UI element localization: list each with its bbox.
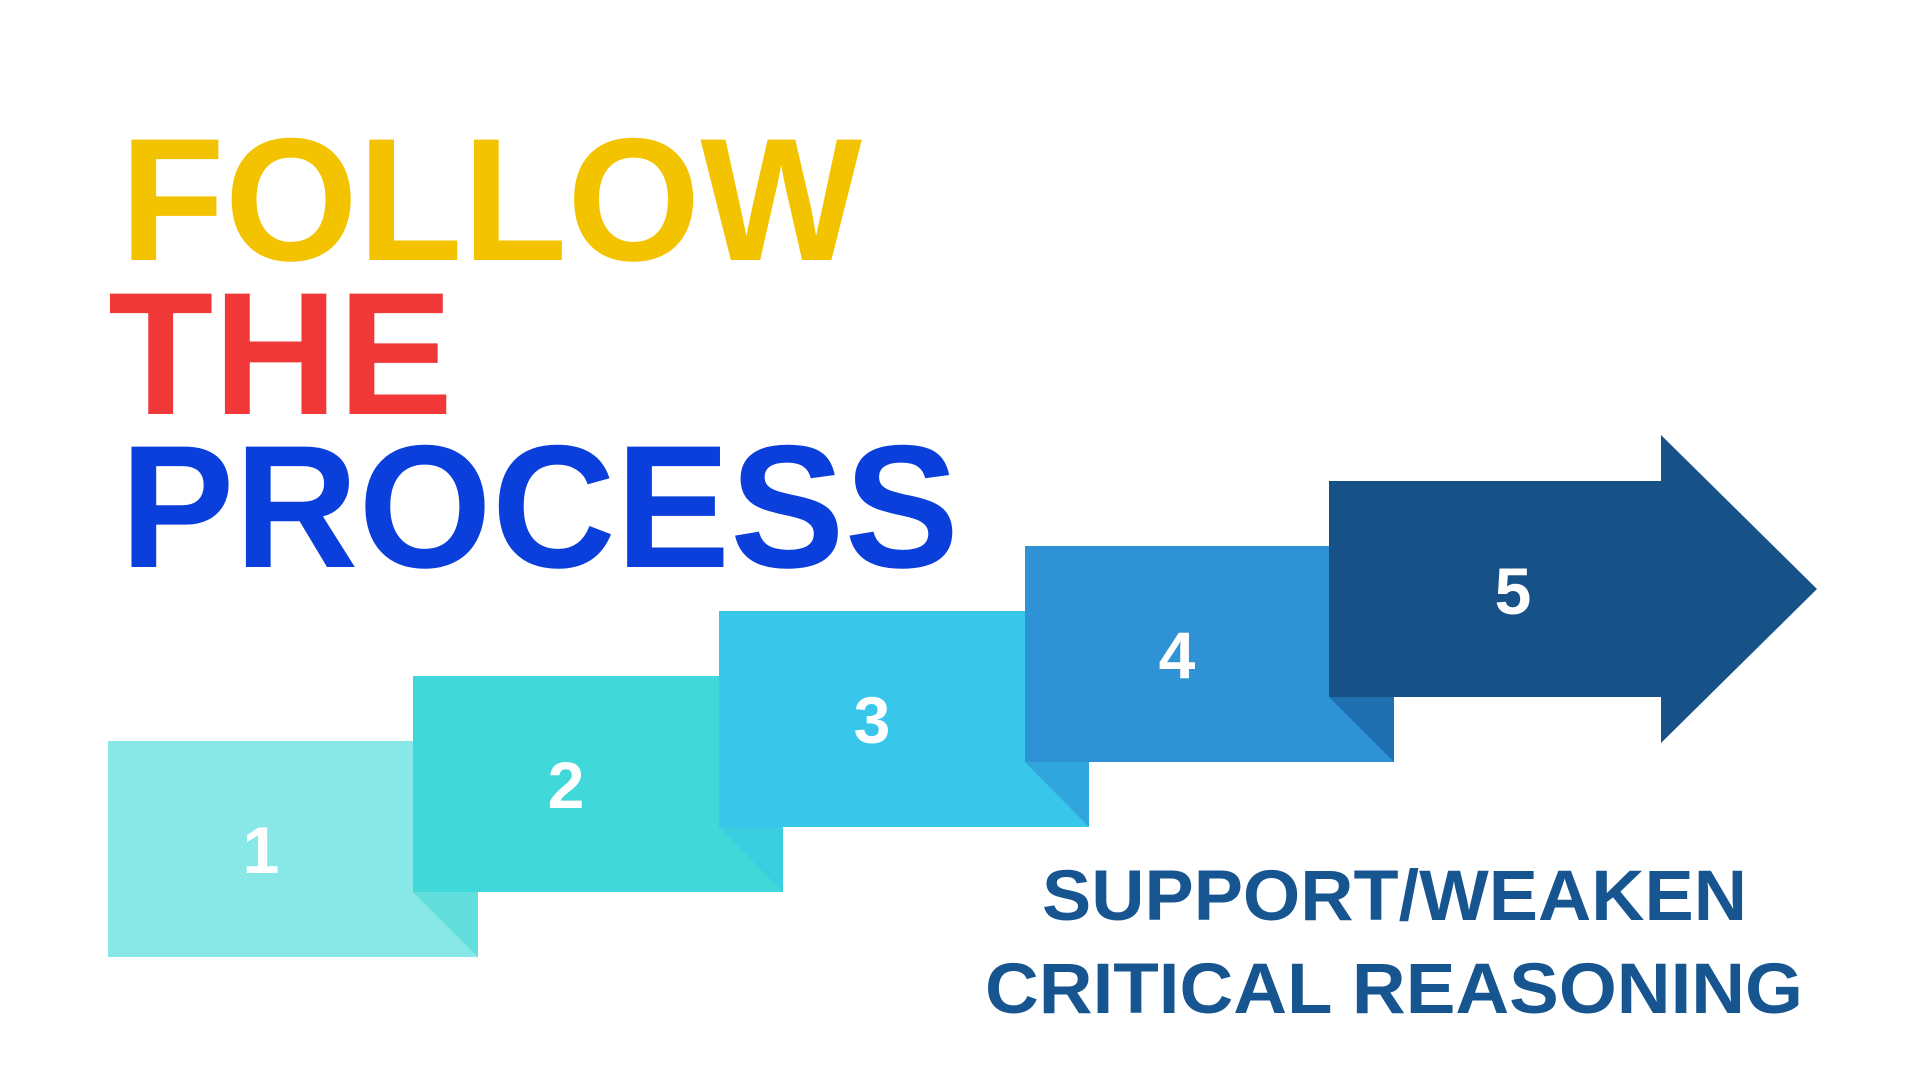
step-4-number: 4 <box>1159 618 1196 692</box>
title-line-follow: FOLLOW <box>120 103 862 298</box>
step-1-number: 1 <box>243 813 280 887</box>
step-5: 5 <box>1329 435 1817 743</box>
step-1-fold-shadow <box>413 892 478 957</box>
step-4-fold-shadow <box>1329 697 1394 762</box>
title: FOLLOW THE PROCESS <box>108 103 959 605</box>
step-5-number: 5 <box>1495 554 1532 628</box>
step-3-fold-shadow <box>1025 762 1089 827</box>
subtitle-line-support-weaken: SUPPORT/WEAKEN <box>1042 857 1747 936</box>
step-3-number: 3 <box>854 683 891 757</box>
subtitle: SUPPORT/WEAKEN CRITICAL REASONING <box>985 857 1803 1029</box>
subtitle-line-critical-reasoning: CRITICAL REASONING <box>985 950 1803 1029</box>
step-2-fold-shadow <box>719 827 783 892</box>
step-2-number: 2 <box>548 748 585 822</box>
step-5-arrow <box>1329 435 1817 743</box>
title-line-process: PROCESS <box>120 410 959 605</box>
title-line-the: THE <box>108 257 453 452</box>
